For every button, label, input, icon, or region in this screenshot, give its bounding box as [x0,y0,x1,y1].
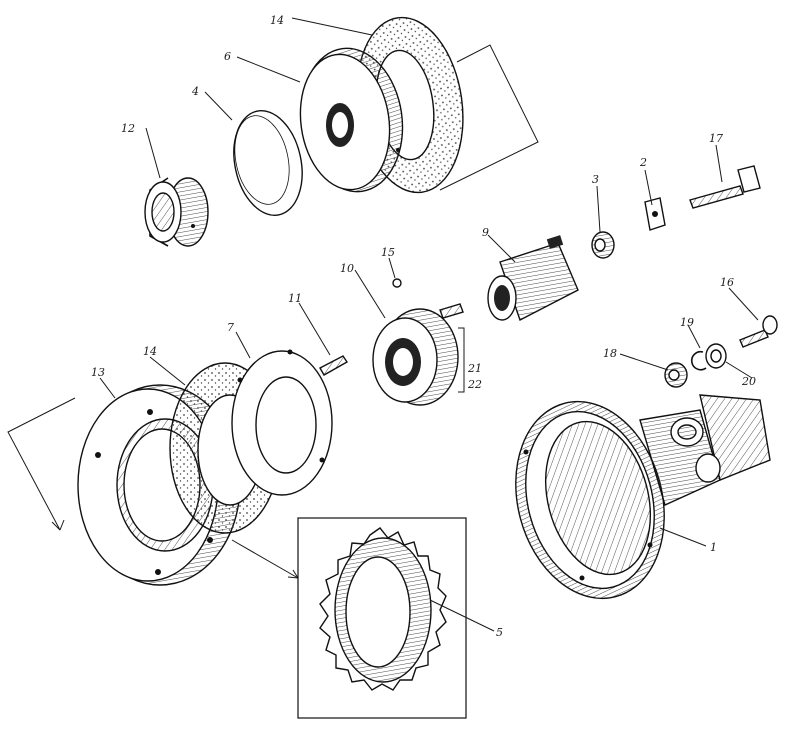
steel-disc [231,349,333,496]
pin [319,355,349,376]
ball [392,278,402,288]
flat-washer [705,343,727,369]
hub-splined [372,308,459,406]
label-16: 16 [720,276,734,289]
short-bolt [739,315,778,348]
arrow-to-sprocket [231,539,299,579]
label-6: 6 [224,50,231,63]
label-2: 2 [639,156,647,169]
label-3: 3 [592,173,599,186]
long-bolt [689,165,761,209]
label-10: 10 [340,262,354,275]
label-14-lower: 14 [143,345,157,358]
small-nut [591,231,615,259]
label-11: 11 [288,292,302,305]
spring-washer [690,350,707,371]
splined-shaft [487,235,579,321]
label-19: 19 [680,316,694,329]
label-22: 22 [467,378,482,391]
part-labels: 14 6 4 12 17 2 3 9 15 10 11 16 19 21 22 … [91,14,756,639]
callout-bracket-left [7,397,76,531]
callout-bracket-top [439,44,539,191]
label-4: 4 [191,85,199,98]
label-18: 18 [603,347,617,360]
label-1: 1 [710,541,717,554]
hub-nut [144,177,209,247]
nut-small-lower [664,362,688,388]
sprocket [319,527,447,691]
label-14-top: 14 [270,14,284,27]
thin-washer [233,110,303,216]
label-17: 17 [709,132,723,145]
square-washer [644,197,666,231]
label-15: 15 [381,246,395,259]
label-9: 9 [482,226,489,239]
label-7: 7 [227,321,234,334]
pressure-disc [299,47,404,193]
label-21: 21 [467,362,482,375]
callout-bracket-key [458,327,465,393]
label-13: 13 [91,366,105,379]
label-20: 20 [741,375,756,388]
housing [515,394,771,600]
label-5: 5 [496,626,503,639]
label-12: 12 [121,122,135,135]
key [439,303,464,319]
arrow-head-left [51,519,65,531]
leader-lines [99,17,759,632]
